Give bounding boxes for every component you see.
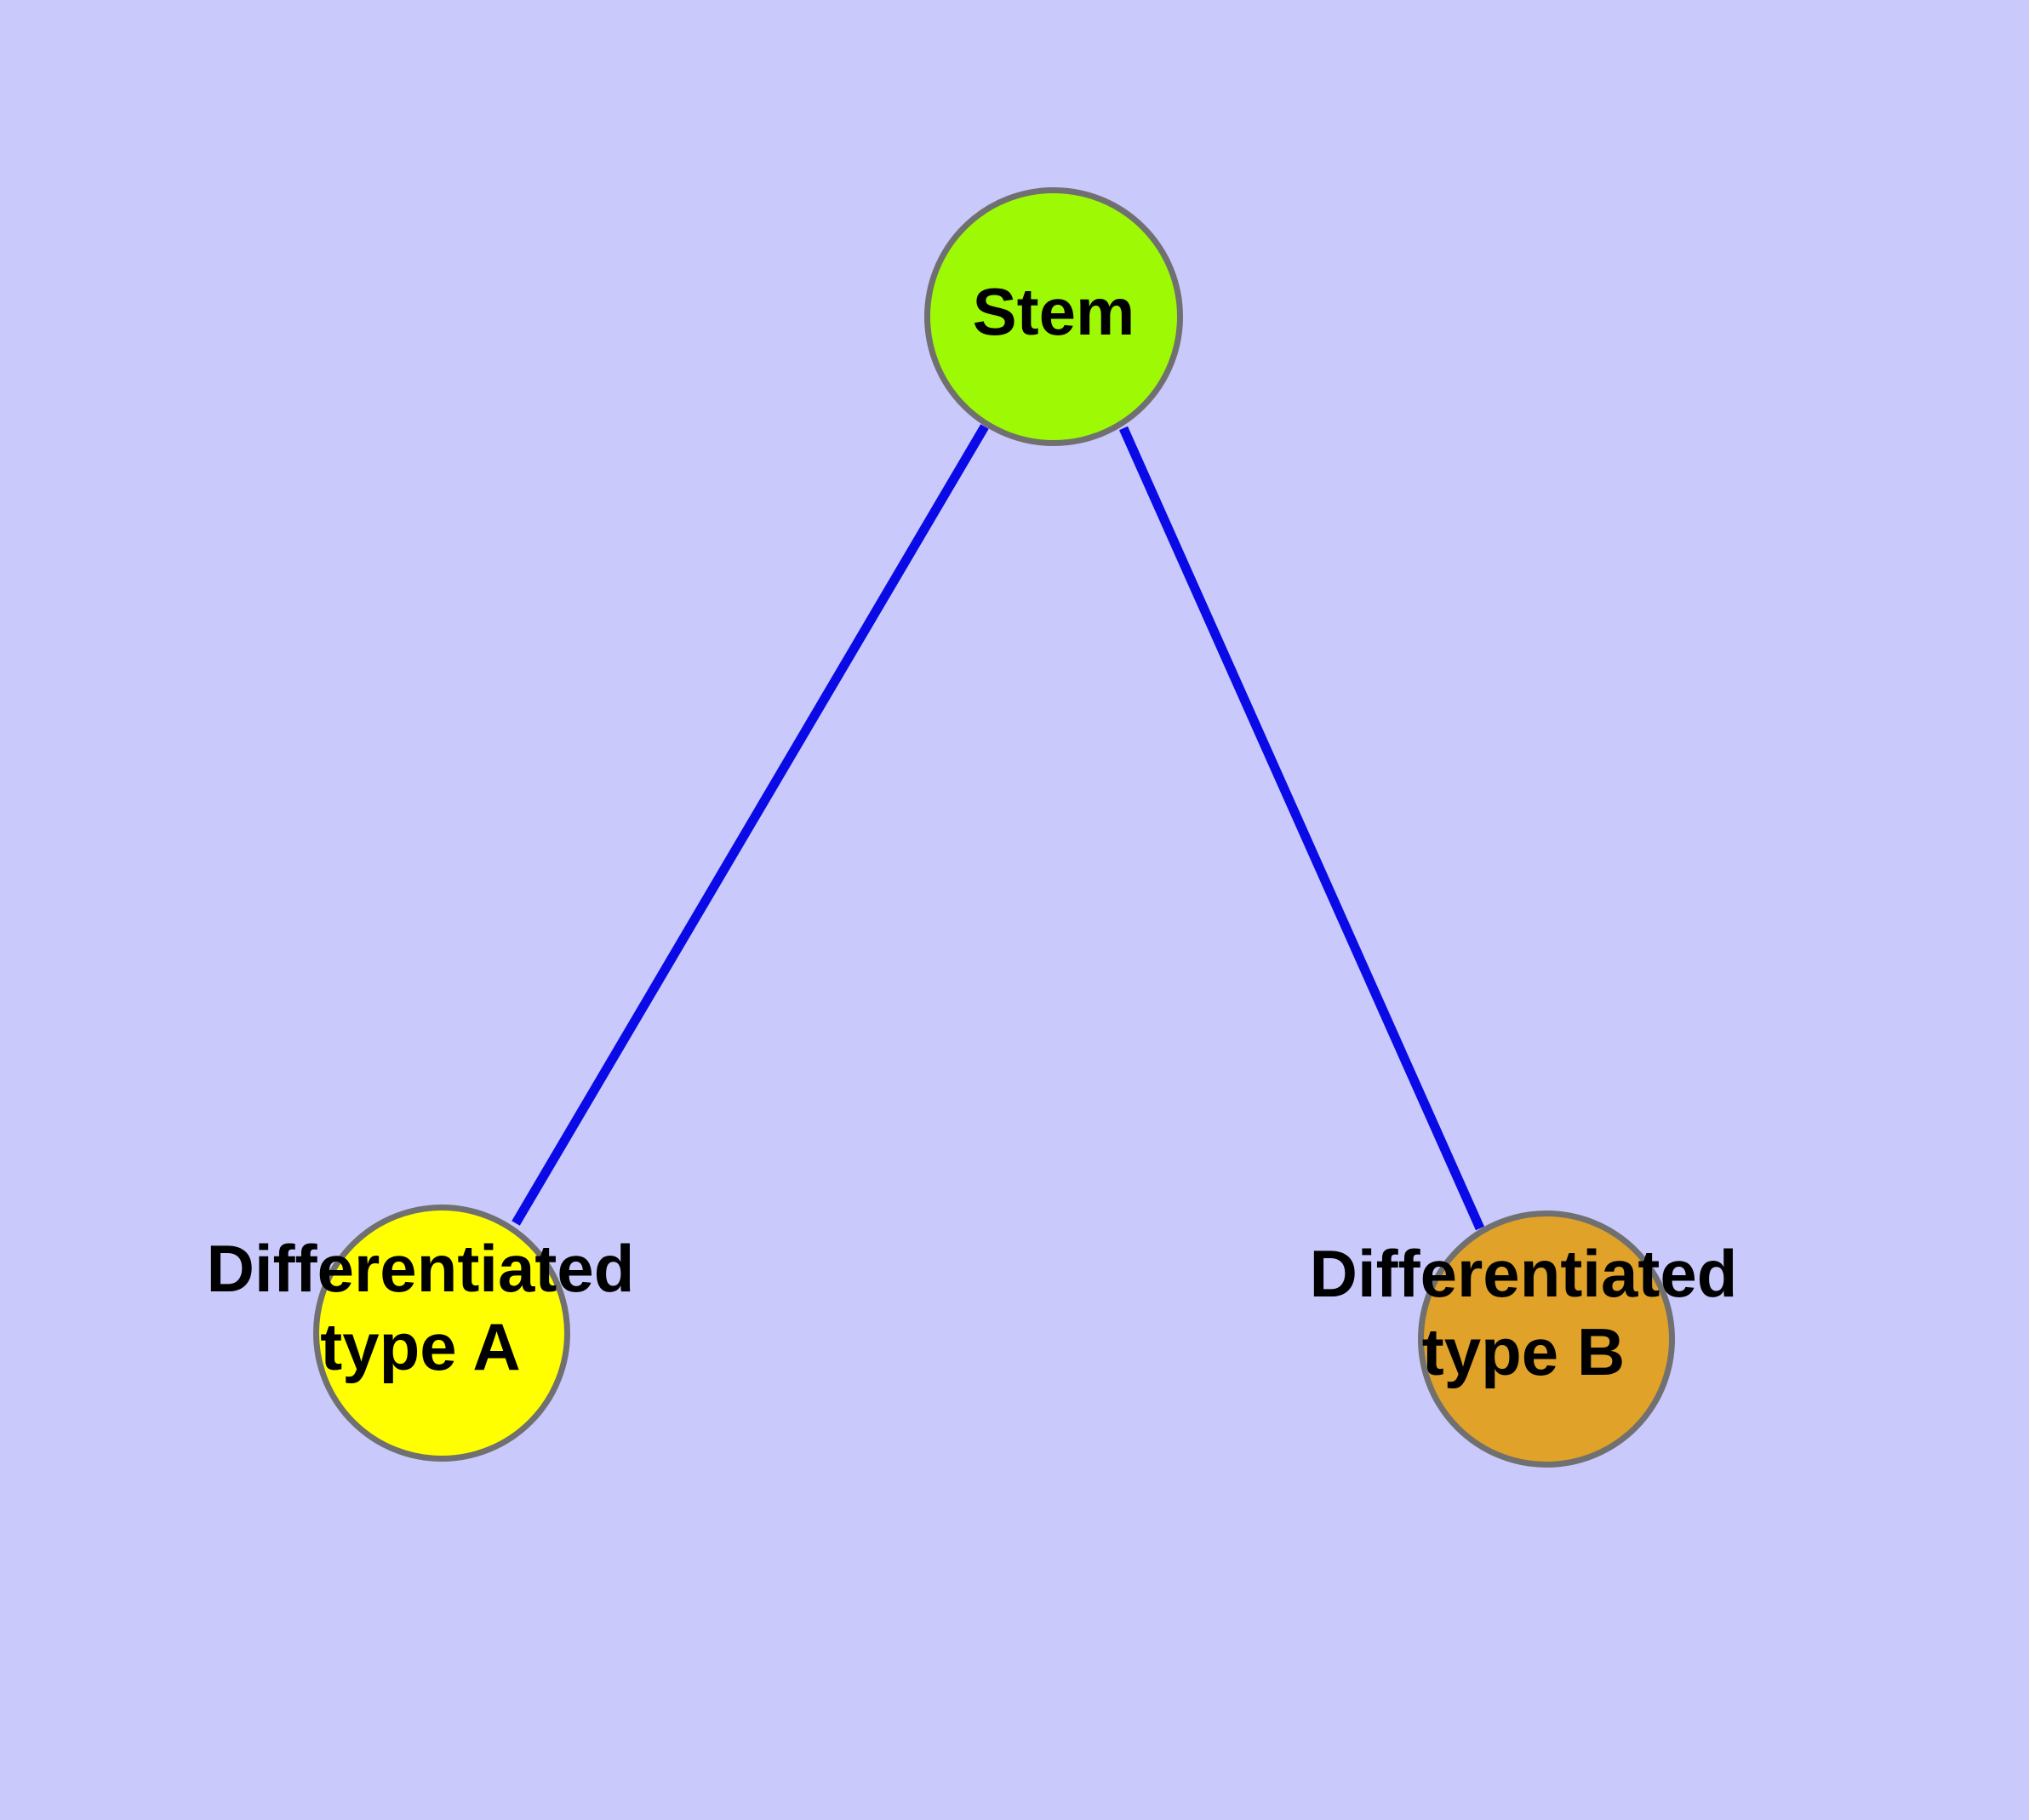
node-label-line: type A	[320, 1309, 521, 1384]
graph-node-diff-b[interactable]	[1418, 1210, 1675, 1468]
edge-layer	[512, 424, 1485, 1231]
node-label-line: type B	[1422, 1314, 1625, 1389]
graph-edge-stem-to-diff-b[interactable]	[1118, 426, 1485, 1231]
node-label-line: Differentiated	[1310, 1236, 1738, 1311]
graph-edge-stem-to-diff-a[interactable]	[512, 424, 989, 1226]
node-label-line: Differentiated	[207, 1231, 635, 1306]
graph-node-diff-a[interactable]	[313, 1205, 570, 1462]
node-label-stem: Stem	[973, 274, 1135, 349]
graph-node-stem[interactable]	[924, 187, 1183, 446]
node-circle-stem[interactable]	[924, 187, 1183, 446]
node-circle-diff-a[interactable]	[313, 1205, 570, 1462]
node-circle-diff-b[interactable]	[1418, 1210, 1675, 1468]
node-label-line: Stem	[973, 274, 1135, 349]
